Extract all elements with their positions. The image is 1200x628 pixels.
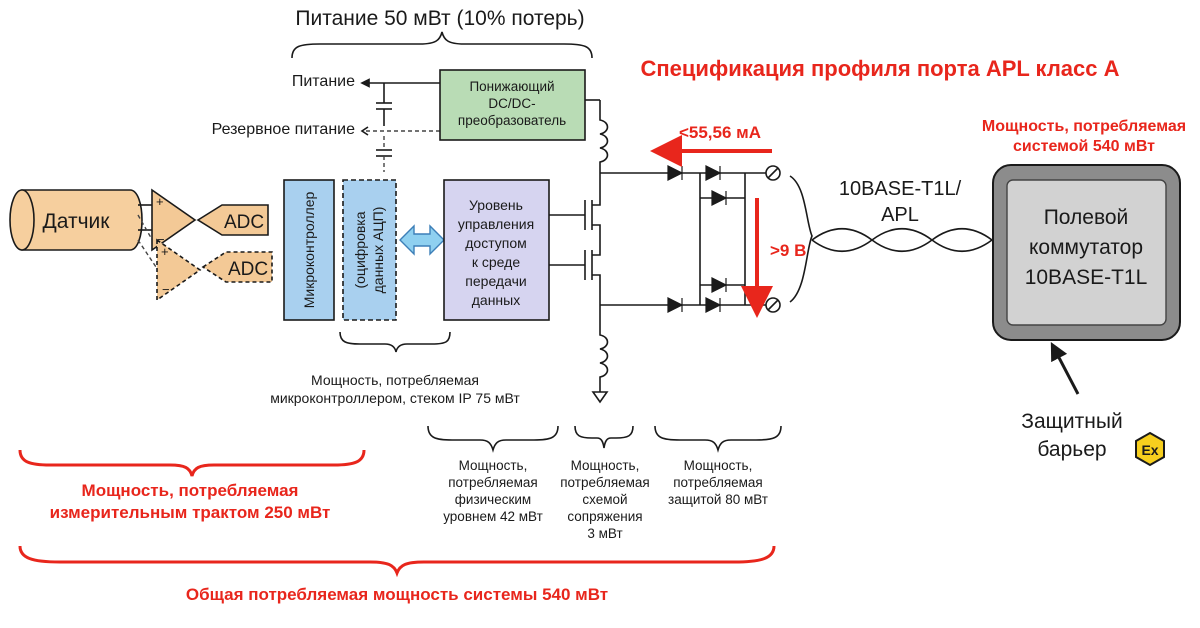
switch-consumption-line-1: Мощность, потребляемая (982, 118, 1186, 135)
ground-icon (591, 391, 609, 404)
backup-power-label: Резервное питание (212, 121, 355, 138)
phy-consumption-line-4: уровнем 42 мВт (443, 509, 543, 524)
adc-2-block (201, 251, 273, 283)
phy-consumption-line-2: потребляемая (448, 475, 538, 490)
sensor-label: Датчик (43, 210, 111, 233)
dcdc-block (439, 69, 586, 141)
mac-line-2: управления (458, 216, 534, 232)
sensor-end (9, 189, 35, 251)
transistor-top-icon (549, 180, 601, 235)
mcu-block (283, 179, 335, 321)
field-switch-line-1: Полевой (1044, 206, 1129, 229)
bridge-diode-3-icon (705, 165, 722, 181)
transistor-bottom-icon (549, 245, 601, 300)
measurement-consumption-line-1: Мощность, потребляемая (82, 481, 299, 500)
power-brace (291, 31, 593, 59)
phy-consumption-line-1: Мощность, (459, 458, 528, 473)
mac-block (443, 179, 550, 321)
bridge-rails (699, 173, 746, 305)
opamp-1-plus: + (156, 194, 164, 209)
measurement-consumption-line-2: измерительным трактом 250 мВт (50, 503, 331, 522)
spec-title: Спецификация профиля порта APL класс A (640, 56, 1119, 81)
twisted-pair-b (811, 228, 993, 252)
digitization-line-1: (оцифровка (352, 211, 368, 288)
barrier-line-1: Защитный (1021, 410, 1122, 433)
interface-consumption-line-5: 3 мВт (587, 526, 622, 541)
dcdc-line-1: Понижающий (469, 79, 554, 94)
adc-1-label: ADC (224, 212, 264, 233)
mac-line-5: передачи (465, 273, 526, 289)
mac-line-3: доступом (465, 235, 527, 251)
voltage-label: >9 В (770, 241, 806, 260)
interface-consumption-line-2: потребляемая (560, 475, 650, 490)
mac-line-1: Уровень (469, 197, 523, 213)
opamp-1-minus: − (157, 232, 165, 247)
total-consumption: Общая потребляемая мощность системы 540 … (186, 585, 608, 604)
inductor-top-icon (599, 100, 609, 180)
digitization-line-2: данных АЦП) (370, 207, 386, 294)
bridge-diode-4-icon (705, 297, 722, 313)
opamp-2-minus: − (162, 282, 170, 297)
protection-brace (654, 425, 782, 453)
barrier-arrow-icon (1050, 342, 1080, 395)
phy-consumption-line-3: физическим (455, 492, 531, 507)
interface-consumption-line-3: схемой (582, 492, 627, 507)
switch-consumption-line-2: системой 540 мВт (1013, 138, 1155, 155)
adc-1-block (196, 204, 269, 236)
interface-consumption-line-4: сопряжения (567, 509, 642, 524)
cable-brace (789, 175, 813, 303)
barrier-line-2: барьер (1037, 438, 1106, 461)
opamp-1-icon (151, 188, 197, 252)
dcdc-line-3: преобразователь (458, 113, 566, 128)
mac-line-4: к среде (472, 254, 520, 270)
bridge-rungs (700, 197, 745, 286)
sensor-wire-4 (137, 239, 159, 271)
mac-line-6: данных (472, 292, 520, 308)
field-switch-line-2: коммутатор (1029, 236, 1143, 259)
current-label: <55,56 мА (679, 123, 761, 142)
total-brace (18, 545, 776, 578)
mcu-consumption-line-1: Мощность, потребляемая (311, 372, 479, 388)
inductor-bottom-icon (599, 300, 609, 392)
backup-arrow-icon (360, 126, 369, 136)
cable-line-2: APL (881, 204, 919, 226)
bridge-diode-2-icon (711, 277, 728, 293)
ex-symbol-icon (1135, 431, 1165, 467)
protection-consumption-line-2: потребляемая (673, 475, 763, 490)
sensor-body (21, 189, 143, 251)
mcu-label: Микроконтроллер (301, 192, 317, 309)
opamp-2-plus: + (161, 244, 169, 259)
terminal-top-slot (767, 167, 779, 179)
field-switch-line-3: 10BASE-T1L (1025, 266, 1148, 289)
interface-consumption-line-1: Мощность, (571, 458, 640, 473)
cable-line-1: 10BASE-T1L/ (839, 178, 962, 200)
bridge-diode-1-icon (711, 190, 728, 206)
digitization-block (342, 179, 397, 321)
measurement-brace (18, 449, 366, 477)
mcu-consumption-line-2: микроконтроллером, стеком IP 75 мВт (270, 390, 520, 406)
twisted-pair-a (811, 228, 993, 252)
field-switch-inner (1006, 179, 1167, 326)
interface-brace (574, 425, 634, 449)
protection-consumption-line-3: защитой 80 мВт (668, 492, 768, 507)
adc-2-label: ADC (228, 259, 268, 280)
data-exchange-arrow-icon (399, 224, 445, 256)
protection-consumption-line-1: Мощность, (684, 458, 753, 473)
mcu-brace (339, 331, 451, 353)
ex-symbol-text: Ex (1141, 442, 1158, 458)
dcdc-line-2: DC/DC- (488, 96, 535, 111)
power-label: Питание (292, 73, 355, 90)
diode-top-icon (667, 165, 684, 181)
power-top-label: Питание 50 мВт (10% потерь) (295, 7, 584, 30)
phy-brace (427, 425, 559, 453)
diode-bottom-icon (667, 297, 684, 313)
opamp-2-icon (156, 238, 202, 302)
